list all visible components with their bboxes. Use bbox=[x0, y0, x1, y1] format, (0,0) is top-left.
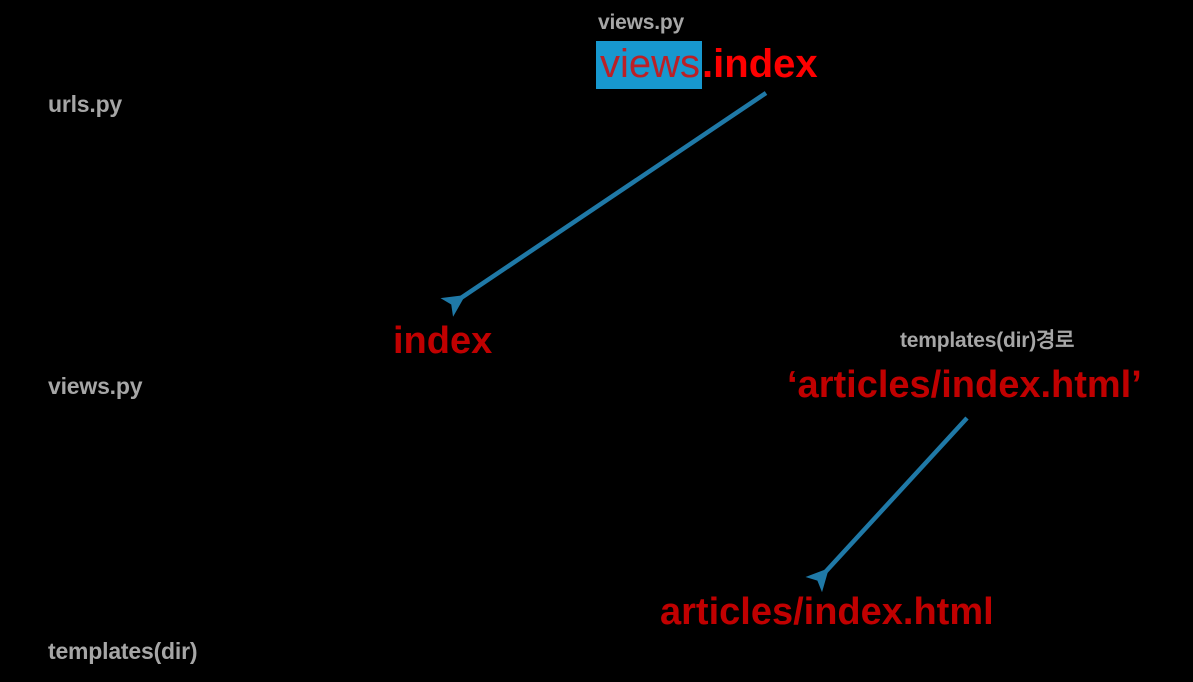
code-index-function: index bbox=[393, 320, 493, 362]
code-views-index: views.index bbox=[596, 41, 818, 89]
row-label-templates-dir: templates(dir) bbox=[48, 638, 198, 664]
code-articles-index-html-file: articles/index.html bbox=[660, 591, 994, 633]
arrow-articles-path-to-template-file bbox=[805, 416, 969, 593]
caption-templates-dir-path: templates(dir)경로 bbox=[900, 329, 1075, 352]
code-articles-index-html-quoted: ‘articles/index.html’ bbox=[787, 364, 1142, 406]
arrow-views-index-to-index bbox=[440, 91, 768, 317]
code-views-index-suffix: .index bbox=[702, 42, 818, 86]
caption-views-py: views.py bbox=[598, 11, 684, 34]
row-label-views-py: views.py bbox=[48, 373, 143, 399]
row-label-urls-py: urls.py bbox=[48, 91, 123, 117]
code-views-highlighted-token: views bbox=[596, 41, 703, 89]
